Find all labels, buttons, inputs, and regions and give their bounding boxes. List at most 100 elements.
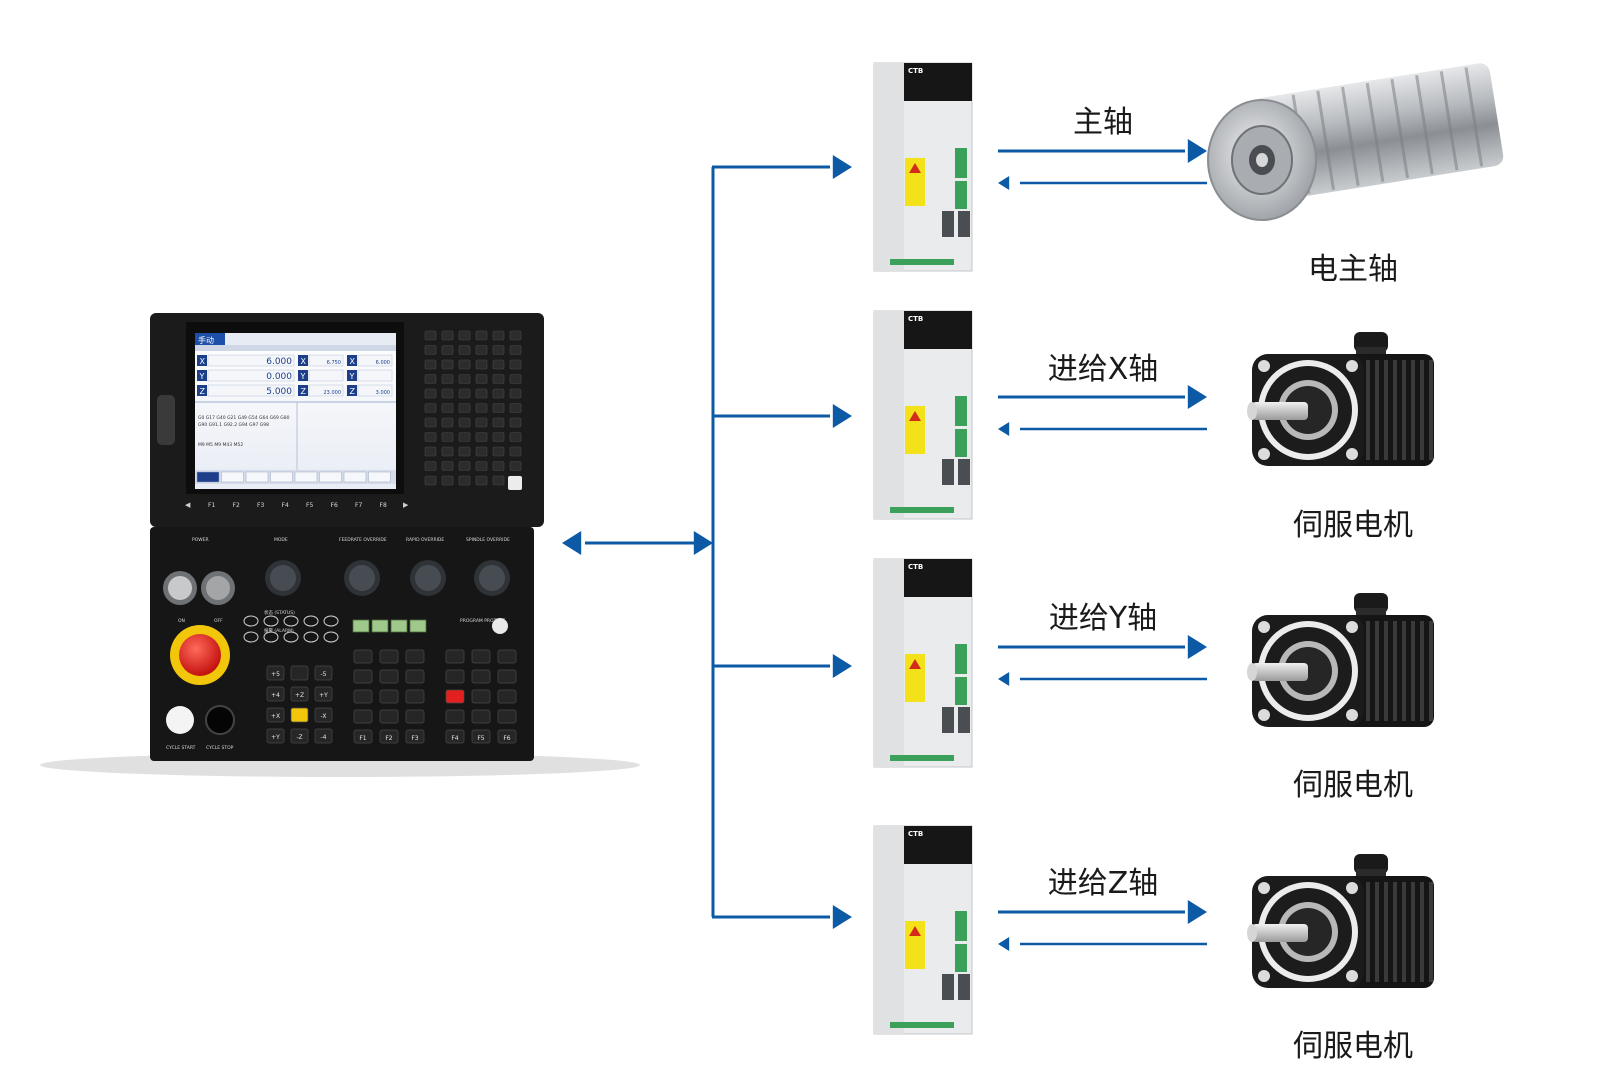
screen-tab[interactable] [270,471,293,483]
panel-function-key[interactable] [405,729,425,744]
keypad-key[interactable] [441,345,454,355]
keypad-key[interactable] [458,374,471,384]
panel-function-key[interactable] [445,689,465,704]
keypad-key[interactable] [492,374,505,384]
softkey-f1[interactable]: F1 [208,502,215,509]
panel-function-key[interactable] [445,709,465,724]
panel-function-key[interactable] [353,649,373,664]
softkey-f8[interactable]: F8 [380,502,387,509]
keypad-key[interactable] [492,345,505,355]
jog-key[interactable]: +X [266,707,285,723]
keypad-key[interactable] [441,446,454,457]
panel-function-key[interactable] [471,709,491,724]
softkey-left-icon[interactable]: ◀ [185,501,191,509]
keypad-key[interactable] [458,330,471,341]
jog-key[interactable]: +4 [266,686,285,702]
panel-function-key[interactable] [471,689,491,704]
screen-tab[interactable] [221,471,244,483]
keypad-key[interactable] [475,417,488,428]
panel-function-key[interactable] [379,709,399,724]
keypad-key[interactable] [475,461,488,471]
keypad-key[interactable] [509,374,522,384]
keypad-key[interactable] [509,461,522,471]
keypad-key[interactable] [475,359,488,370]
panel-function-key[interactable] [471,729,491,744]
jog-key[interactable]: -Z [290,728,309,744]
panel-function-key[interactable] [497,729,517,744]
keypad-key[interactable] [424,475,437,486]
jog-key[interactable]: -X [314,707,333,723]
panel-function-key[interactable] [471,669,491,684]
keypad-key[interactable] [424,446,437,457]
keypad-key[interactable] [492,432,505,442]
keypad-key[interactable] [458,345,471,355]
panel-function-key[interactable] [353,689,373,704]
keypad-key[interactable] [424,359,437,370]
panel-function-key[interactable] [405,669,425,684]
panel-function-key[interactable] [497,649,517,664]
keypad-key[interactable] [458,403,471,413]
mode-knob[interactable] [265,560,301,596]
keypad-key[interactable] [424,461,437,471]
keypad-key[interactable] [424,330,437,341]
keypad-key[interactable] [441,330,454,341]
panel-function-key[interactable] [379,689,399,704]
power-on-button[interactable] [163,571,197,605]
keypad-key[interactable] [441,475,454,486]
keypad-key[interactable] [509,330,522,341]
keypad-key[interactable] [509,359,522,370]
panel-function-key[interactable] [497,689,517,704]
panel-function-key[interactable] [497,709,517,724]
panel-function-key[interactable] [471,649,491,664]
spindle-override-knob[interactable] [474,560,510,596]
jog-key[interactable]: +Y [314,686,333,702]
jog-key[interactable]: -5 [314,665,333,681]
keypad-key[interactable] [424,403,437,413]
keypad-key[interactable] [475,432,488,442]
keypad-key[interactable] [475,446,488,457]
keypad-key[interactable] [509,403,522,413]
panel-function-key[interactable] [445,669,465,684]
panel-function-key[interactable] [379,669,399,684]
keypad-key[interactable] [424,374,437,384]
keypad-key[interactable] [492,359,505,370]
keypad-key[interactable] [509,432,522,442]
keypad-key[interactable] [441,417,454,428]
panel-function-key[interactable] [405,689,425,704]
panel-function-key[interactable] [405,709,425,724]
keypad-key[interactable] [509,345,522,355]
keypad-key[interactable] [441,374,454,384]
keypad-key[interactable] [441,432,454,442]
jog-key[interactable] [290,665,309,681]
panel-function-key[interactable] [445,649,465,664]
keypad-key[interactable] [475,403,488,413]
keypad-key[interactable] [509,388,522,399]
keypad-key[interactable] [424,432,437,442]
keypad-key[interactable] [441,388,454,399]
keypad-key[interactable] [509,417,522,428]
softkey-f7[interactable]: F7 [355,502,362,509]
keypad-key[interactable] [475,388,488,399]
keypad-key[interactable] [492,403,505,413]
keypad-key[interactable] [458,475,471,486]
jog-key[interactable] [290,707,309,723]
keypad-key[interactable] [458,359,471,370]
screen-tab[interactable] [343,471,367,483]
screen-tab[interactable] [245,471,269,483]
cycle-start-button[interactable] [166,706,194,734]
screen-tab[interactable] [294,471,318,483]
keypad-key[interactable] [441,403,454,413]
panel-function-key[interactable] [353,729,373,744]
keypad-key[interactable] [458,446,471,457]
softkey-f4[interactable]: F4 [282,502,289,509]
screen-tab[interactable] [368,471,391,483]
keypad-key[interactable] [475,475,488,486]
keypad-key[interactable] [492,446,505,457]
program-protect-key[interactable] [492,618,508,634]
panel-function-key[interactable] [379,729,399,744]
feedrate-override-knob[interactable] [344,560,380,596]
keypad-key[interactable] [492,417,505,428]
keypad-key[interactable] [475,374,488,384]
panel-function-key[interactable] [379,649,399,664]
keypad-key[interactable] [458,388,471,399]
